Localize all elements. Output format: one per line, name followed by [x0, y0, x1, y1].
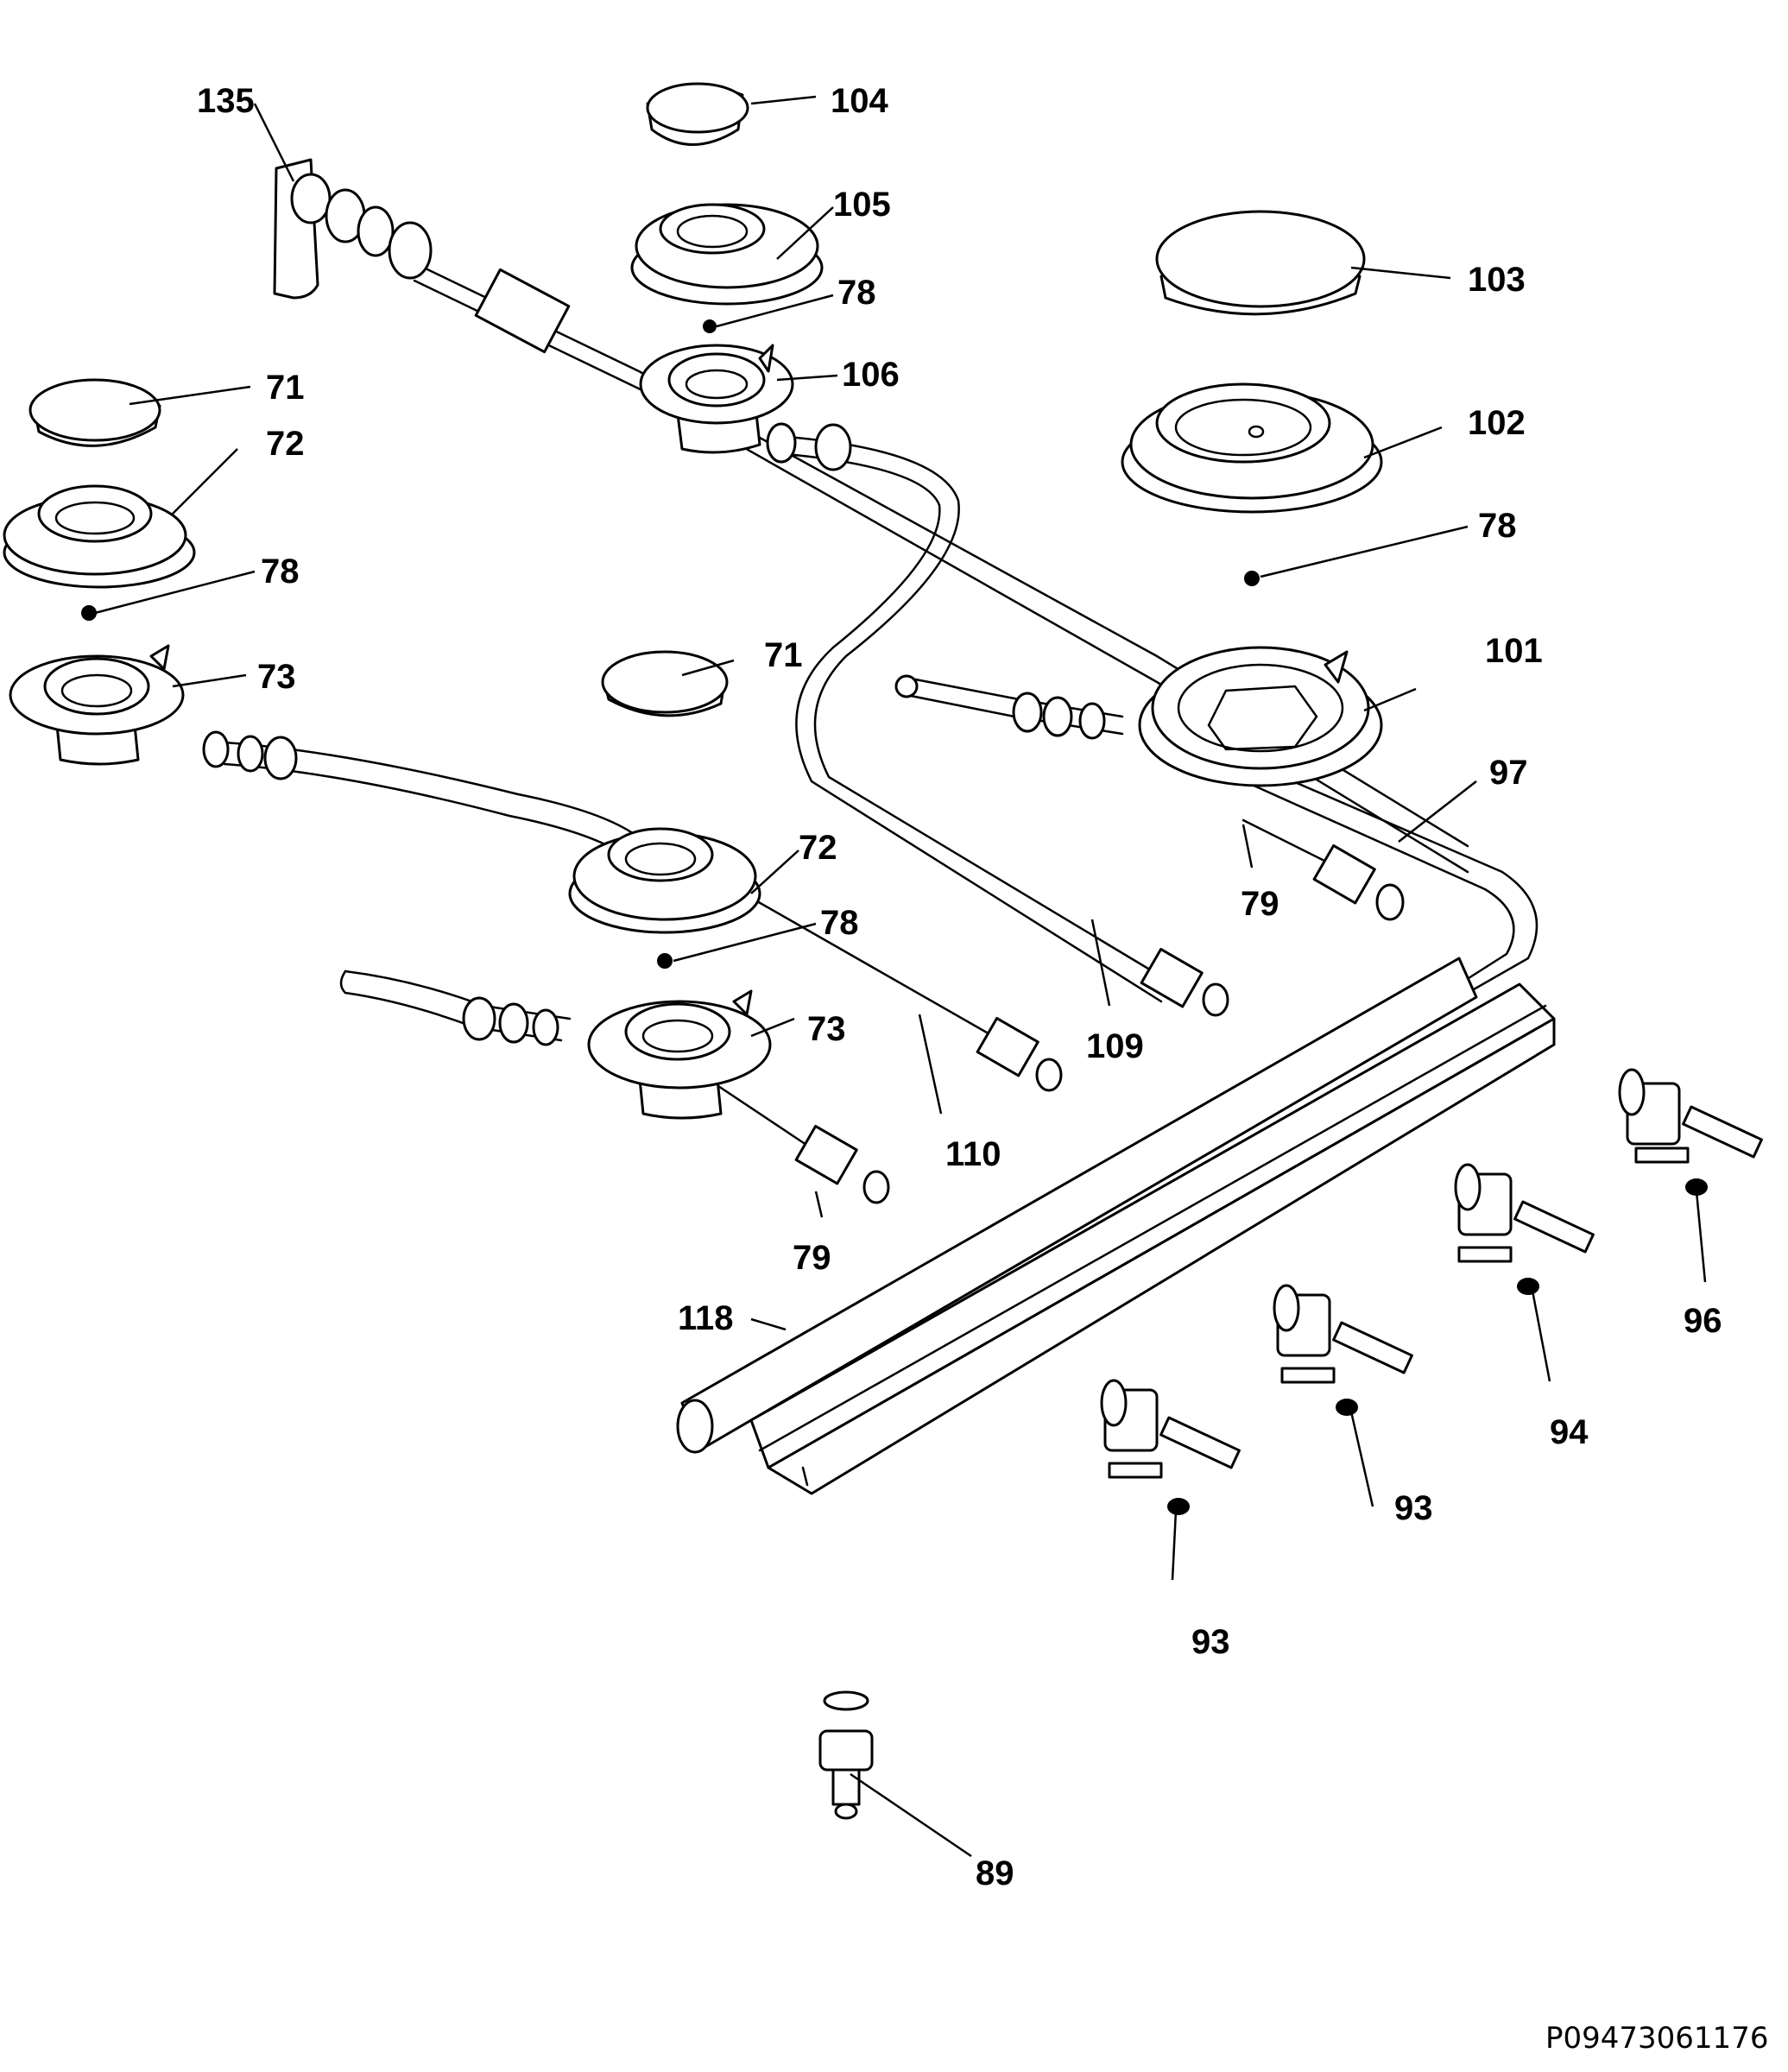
burner-cap-104	[646, 82, 749, 146]
callout-97: 97	[1489, 754, 1528, 792]
callout-72: 72	[799, 829, 837, 867]
callout-135: 135	[197, 82, 255, 120]
burner-crown-102	[1121, 382, 1383, 514]
callout-109: 109	[1086, 1027, 1144, 1065]
callout-89: 89	[976, 1854, 1014, 1892]
callout-94: 94	[1550, 1413, 1589, 1451]
callout-101: 101	[1485, 632, 1543, 670]
burner-body-73-middle	[587, 989, 772, 1120]
callout-118: 118	[678, 1299, 734, 1337]
callout-106: 106	[842, 356, 900, 394]
burner-crown-72-middle	[568, 827, 761, 934]
spark-plug-89	[818, 1690, 874, 1820]
gas-tap-93-upper	[1273, 1284, 1413, 1416]
callout-78: 78	[261, 553, 300, 591]
gas-tap-96	[1618, 1068, 1763, 1196]
callout-103: 103	[1468, 261, 1526, 299]
burner-body-101	[1138, 646, 1383, 787]
callout-102: 102	[1468, 404, 1526, 442]
burner-cap-71-middle	[601, 650, 729, 717]
callout-93: 93	[1394, 1489, 1433, 1527]
callout-105: 105	[833, 186, 891, 224]
leader-lines	[94, 95, 1707, 1858]
feed-pipe-110	[202, 730, 1063, 1092]
gas-tap-94	[1454, 1163, 1595, 1295]
callout-110: 110	[945, 1135, 1001, 1173]
callout-71: 71	[266, 369, 305, 407]
callout-78: 78	[837, 274, 876, 312]
burner-cap-103	[1155, 210, 1366, 316]
callout-71: 71	[764, 636, 803, 674]
burner-body-73-left	[9, 644, 185, 766]
burner-body-106	[639, 344, 794, 454]
callout-93: 93	[1191, 1623, 1230, 1661]
callout-78: 78	[820, 904, 859, 942]
callout-72: 72	[266, 425, 305, 463]
callout-79: 79	[793, 1239, 831, 1277]
feed-pipe-109	[766, 422, 1229, 1017]
feed-pipe-97	[1233, 758, 1538, 995]
gas-tap-93-lower	[1100, 1379, 1241, 1515]
callout-79: 79	[1241, 885, 1279, 923]
control-rail-118	[676, 957, 1556, 1495]
burner-cap-71-left	[28, 378, 161, 447]
feed-pipe-101-left	[894, 674, 1124, 740]
callout-labels: 135 104 105 78 106 103 71 72 102 78 78 7…	[197, 82, 1722, 1892]
callout-78: 78	[1478, 507, 1517, 545]
callout-104: 104	[831, 82, 888, 120]
callout-73: 73	[257, 658, 296, 696]
burner-crown-105	[630, 203, 824, 306]
drawing-code: P09473061176	[1545, 2021, 1768, 2056]
burner-crown-72-left	[3, 484, 196, 589]
feed-pipe-79-lower	[339, 970, 890, 1204]
callout-73: 73	[807, 1010, 846, 1048]
callout-96: 96	[1684, 1302, 1722, 1340]
inlet-elbow-135	[273, 158, 571, 354]
